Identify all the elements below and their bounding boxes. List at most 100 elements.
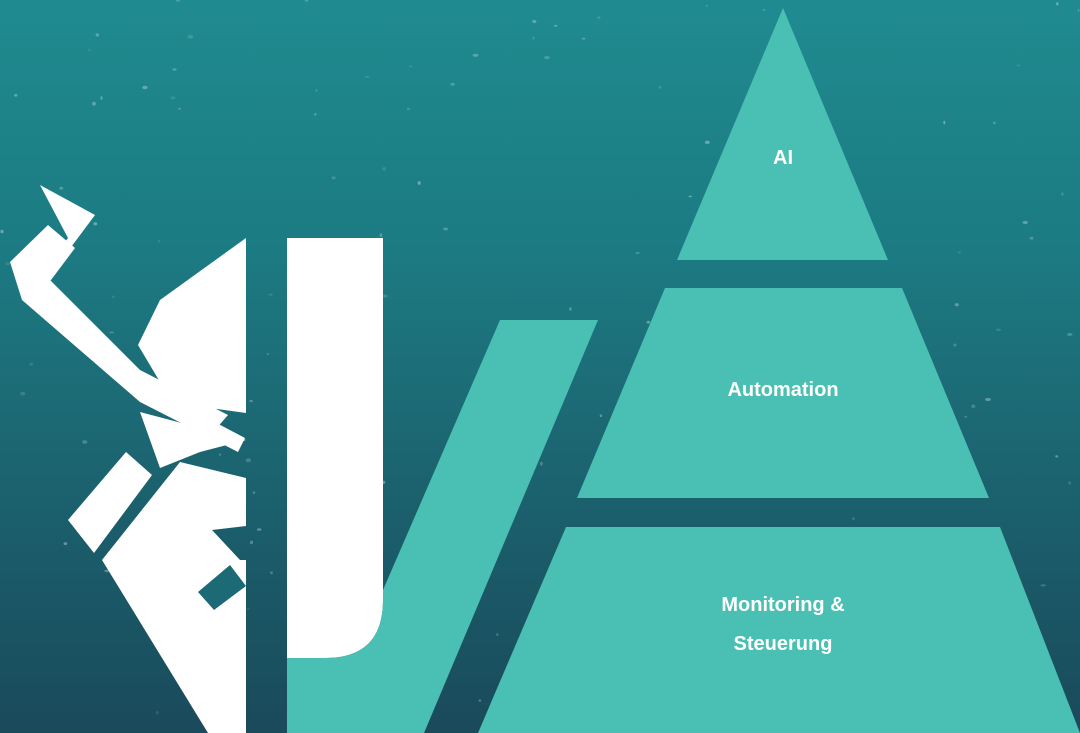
pyramid-label-automation-text: Automation [727,379,839,401]
background-speck [178,107,181,110]
background-speck [417,181,421,185]
background-speck [170,96,176,100]
background-speck [82,440,88,444]
eye-wedge [140,412,246,468]
pyramid [478,8,1080,733]
background-speck [59,186,64,190]
background-speck [5,262,10,266]
beard-block [102,462,246,733]
background-speck [496,633,499,636]
background-speck [406,107,411,111]
background-speck [408,65,413,68]
pyramid-tier-ai [677,8,888,260]
background-speck [531,36,536,40]
background-speck [304,0,309,2]
background-speck [157,240,161,243]
background-speck [597,16,601,19]
background-speck [953,343,957,347]
pyramid-label-monitoring-line2: Steuerung [733,633,833,655]
background-speck [957,251,961,254]
background-speck [762,9,766,11]
background-speck [599,414,603,418]
background-speck [581,37,586,40]
background-speck [246,608,250,610]
background-speck [971,404,976,408]
background-speck [269,571,273,575]
background-speck [943,120,946,125]
background-speck [478,699,482,702]
background-speck [995,328,1002,332]
background-speck [245,458,252,463]
pyramid-label-ai-text: AI [773,147,793,169]
background-speck [450,82,455,86]
background-speck [646,320,651,324]
background-speck [20,391,26,396]
background-speck [985,397,991,402]
background-speck [156,711,159,715]
background-speck [175,0,180,2]
background-speck [1029,236,1034,240]
helmet-plate [138,238,246,413]
background-speck [705,4,708,7]
background-speck [472,53,479,57]
viking-head-logo [10,185,246,733]
background-speck [0,229,4,234]
background-speck [635,252,640,254]
background-speck [382,294,388,298]
background-speck [540,461,543,466]
mouth-notch [198,565,246,610]
background-speck [1067,332,1073,336]
background-speck [553,24,558,27]
background-speck [1056,2,1059,6]
pyramid-label-monitoring-line1: Monitoring & [721,594,845,616]
background-speck [249,540,254,545]
background-speck [1022,220,1028,225]
background-speck [314,113,317,116]
background-speck [544,56,550,60]
background-speck [266,353,269,355]
background-speck [187,34,194,39]
pyramid-tier-automation [577,288,989,498]
background-speck [331,176,336,180]
background-speck [256,528,262,531]
teal-swoosh [287,320,598,733]
pyramid-tier-monitoring [478,527,1080,733]
background-speck [688,195,692,198]
background-speck [218,453,222,456]
background-speck [100,96,103,100]
background-speck [1055,455,1059,458]
background-speck [88,48,91,52]
background-speck [93,222,98,226]
background-speck [658,85,662,89]
background-speck [268,293,273,296]
background-speck [63,542,68,546]
background-speck [1016,64,1021,67]
pyramid-label-automation: Automation [633,371,933,410]
pyramid-label-ai: AI [683,139,883,178]
background-speck [109,331,114,334]
pyramid-label-monitoring: Monitoring & Steuerung [633,586,933,664]
background-speck [954,303,959,307]
background-speck [252,491,256,495]
background-speck [1077,9,1080,12]
background-speck [992,121,996,125]
background-speck [14,93,18,97]
background-speck [315,89,318,92]
background-speck [569,307,572,311]
background-speck [851,517,856,521]
horn-inner-shape [10,225,245,452]
beard-strip [68,452,152,553]
background-speck [704,140,710,144]
logo-letter-j [287,238,383,658]
background-speck [111,295,115,299]
background-speck [1061,192,1064,196]
background-speck [172,68,177,71]
background-speck [92,101,96,106]
background-speck [379,233,383,238]
background-speck [364,75,370,78]
background-speck [95,33,100,37]
background-speck [1040,584,1047,587]
background-speck [29,362,34,366]
background-speck [142,85,148,90]
